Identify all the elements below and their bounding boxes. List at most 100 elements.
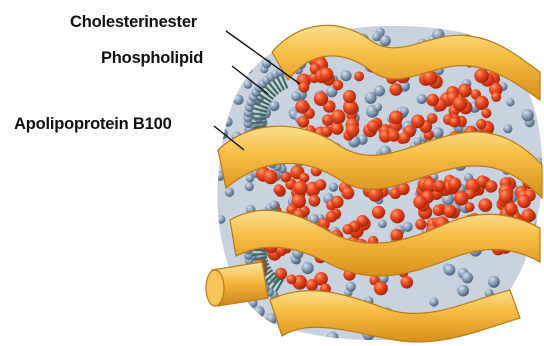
core-sphere [443, 205, 456, 218]
surface-sphere [221, 71, 230, 80]
core-sphere [331, 196, 343, 208]
core-sphere [475, 96, 489, 110]
surface-sphere [539, 16, 544, 24]
core-sphere [293, 181, 307, 195]
surface-sphere [268, 10, 280, 22]
phospholipid-head [270, 201, 279, 210]
surface-sphere [462, 272, 473, 283]
core-sphere [458, 84, 472, 98]
core-sphere [326, 211, 338, 223]
surface-sphere [257, 13, 269, 25]
core-sphere [399, 132, 410, 143]
surface-sphere [444, 264, 456, 276]
surface-sphere [326, 332, 338, 344]
surface-sphere [378, 219, 387, 228]
core-sphere [454, 191, 469, 206]
surface-sphere [230, 319, 243, 332]
core-sphere [367, 120, 380, 133]
core-sphere [343, 90, 356, 103]
surface-sphere [521, 109, 533, 121]
surface-sphere [403, 222, 413, 232]
surface-sphere [241, 316, 250, 325]
surface-sphere [380, 35, 391, 46]
surface-sphere [527, 272, 540, 285]
core-sphere [343, 224, 354, 235]
surface-sphere [273, 34, 282, 43]
surface-sphere [365, 92, 377, 104]
core-sphere [517, 194, 531, 208]
surface-sphere [224, 80, 233, 89]
core-sphere [491, 92, 501, 102]
core-sphere [505, 202, 518, 215]
surface-sphere [246, 174, 254, 182]
core-sphere [415, 219, 426, 230]
core-sphere [372, 206, 385, 219]
core-sphere [413, 195, 427, 209]
core-sphere [314, 92, 328, 106]
core-sphere [315, 179, 326, 190]
core-sphere [388, 130, 400, 142]
core-sphere [297, 116, 309, 128]
surface-sphere [529, 36, 541, 48]
surface-sphere [506, 98, 514, 106]
core-sphere [274, 184, 285, 195]
core-sphere [474, 69, 489, 84]
surface-sphere [307, 10, 317, 20]
surface-sphere [372, 33, 381, 42]
core-sphere [434, 180, 445, 191]
surface-sphere [242, 64, 252, 74]
surface-sphere [522, 275, 532, 285]
apoprotein-tube-opening [206, 270, 224, 306]
core-sphere [481, 108, 491, 118]
surface-sphere [215, 84, 228, 97]
core-sphere [427, 113, 438, 124]
core-sphere [426, 94, 439, 107]
core-sphere [374, 281, 388, 295]
surface-sphere [417, 94, 427, 104]
core-sphere [342, 187, 355, 200]
core-sphere [411, 115, 425, 129]
surface-sphere [225, 188, 234, 197]
surface-sphere [216, 332, 227, 343]
core-sphere [295, 100, 309, 114]
surface-sphere [488, 276, 500, 288]
surface-sphere [253, 306, 264, 317]
core-sphere [401, 276, 414, 289]
label-apolipoprotein: Apolipoprotein B100 [14, 116, 172, 133]
core-sphere [346, 124, 360, 138]
surface-sphere [245, 182, 254, 191]
surface-sphere [233, 95, 243, 105]
core-sphere [448, 177, 461, 190]
surface-sphere [523, 11, 533, 21]
core-sphere [331, 110, 346, 125]
core-sphere [333, 80, 343, 90]
surface-sphere [217, 215, 225, 223]
label-cholesteryl-ester: Cholesterinester [70, 14, 197, 31]
surface-sphere [529, 305, 538, 314]
core-sphere [354, 71, 364, 81]
core-sphere [390, 209, 405, 224]
surface-sphere [260, 107, 271, 118]
surface-sphere [528, 315, 540, 327]
surface-sphere [346, 282, 356, 292]
surface-sphere [302, 262, 314, 274]
core-sphere [331, 122, 344, 135]
core-sphere [433, 205, 444, 216]
core-sphere [309, 195, 321, 207]
core-sphere [478, 198, 492, 212]
core-sphere [453, 97, 467, 111]
core-sphere [389, 111, 403, 125]
surface-sphere [291, 91, 301, 101]
core-sphere [499, 189, 513, 203]
core-sphere [319, 68, 333, 82]
surface-sphere [329, 183, 338, 192]
core-sphere [390, 83, 403, 96]
surface-sphere [516, 20, 528, 32]
core-sphere [263, 170, 277, 184]
surface-sphere [242, 33, 251, 42]
surface-sphere [513, 42, 522, 51]
core-sphere [275, 268, 287, 280]
core-sphere [485, 180, 497, 192]
